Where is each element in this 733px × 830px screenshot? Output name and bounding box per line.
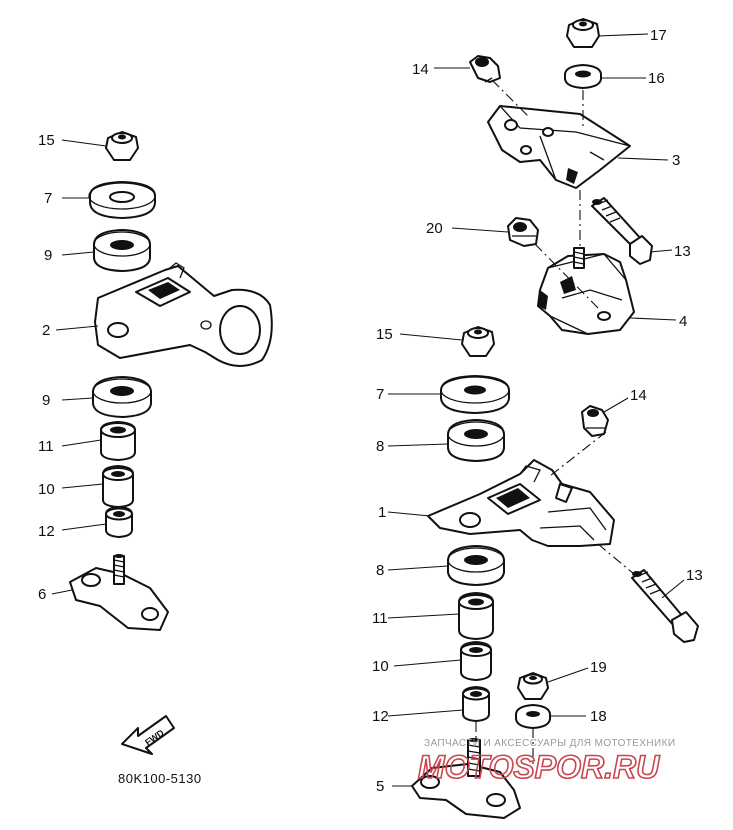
- right-top-assembly: [469, 18, 653, 335]
- callout-5: 5: [376, 778, 384, 795]
- callout-19: 19: [590, 659, 607, 676]
- callout-12-right: 12: [372, 708, 389, 725]
- part-rubber-8-lower: [447, 545, 505, 586]
- callout-1: 1: [378, 504, 386, 521]
- part-nut-15-left: [105, 131, 139, 161]
- part-collar-12-left: [105, 506, 133, 538]
- part-nut-19: [517, 672, 549, 700]
- right-bottom-assembly: [411, 326, 699, 819]
- part-washer-7-right: [440, 375, 510, 414]
- part-bolt-14-right: [581, 405, 609, 437]
- callout-2: 2: [42, 322, 50, 339]
- part-nut-17: [566, 18, 600, 48]
- part-bolt-13-top: [591, 197, 653, 265]
- right-top-callouts: 17 14 16 3 20 13 4: [412, 27, 691, 330]
- left-callouts: 15 7 9 2 9 11 10 12 6: [38, 132, 55, 603]
- part-plate-6: [69, 554, 169, 631]
- leader-lines: [51, 33, 685, 787]
- part-washer-16: [564, 64, 602, 89]
- part-washer-7-left: [88, 181, 156, 219]
- watermark-site: MOTOSPOR.RU: [418, 749, 660, 785]
- part-mount-4: [537, 247, 635, 335]
- watermark-caption: ЗАПЧАСТИ И АКСЕССУАРЫ ДЛЯ МОТОТЕХНИКИ: [424, 738, 675, 749]
- callout-14-right: 14: [630, 387, 647, 404]
- part-bracket-1: [427, 459, 615, 547]
- callout-3: 3: [672, 152, 680, 169]
- callout-20: 20: [426, 220, 443, 237]
- callout-9-left-bottom: 9: [42, 392, 50, 409]
- callout-14-top: 14: [412, 61, 429, 78]
- callout-7-left: 7: [44, 190, 52, 207]
- part-bolt-13-lower: [631, 569, 699, 643]
- left-assembly: [69, 131, 273, 631]
- part-bracket-3: [487, 105, 631, 189]
- part-bolt-20: [507, 217, 539, 247]
- watermark: ЗАПЧАСТИ И АКСЕССУАРЫ ДЛЯ МОТОТЕХНИКИ MO…: [417, 738, 675, 786]
- callout-8-lower: 8: [376, 562, 384, 579]
- callout-10-left: 10: [38, 481, 55, 498]
- part-nut-15-right: [461, 326, 495, 357]
- right-bottom-callouts: 15 7 14 8 1 13 8 11 10 19 12 18 5: [372, 326, 703, 795]
- callout-16: 16: [648, 70, 665, 87]
- callout-18: 18: [590, 708, 607, 725]
- callout-11-left: 11: [38, 438, 54, 455]
- part-plate-5: [411, 738, 521, 819]
- part-collar-12-right: [462, 686, 490, 722]
- callout-6: 6: [38, 586, 46, 603]
- callout-11-right: 11: [372, 610, 388, 627]
- callout-12-left: 12: [38, 523, 55, 540]
- part-collar-11-left: [100, 421, 136, 461]
- part-rubber-9-left-bottom: [92, 376, 152, 418]
- part-collar-11-right: [458, 592, 494, 640]
- part-collar-10-left: [102, 465, 134, 508]
- part-rubber-8-upper: [447, 419, 505, 462]
- callout-13-top: 13: [674, 243, 691, 260]
- callout-8-upper: 8: [376, 438, 384, 455]
- callout-4: 4: [679, 313, 687, 330]
- diagram-code: 80K100-5130: [118, 771, 202, 786]
- callout-17: 17: [650, 27, 667, 44]
- part-bracket-2: [94, 262, 273, 367]
- assembly-lines: [475, 79, 635, 766]
- callout-15-left: 15: [38, 132, 55, 149]
- part-rubber-9-left-top: [93, 229, 151, 272]
- callout-15-right: 15: [376, 326, 393, 343]
- callout-10-right: 10: [372, 658, 389, 675]
- callout-13-lower: 13: [686, 567, 703, 584]
- part-bolt-14-top: [469, 55, 501, 83]
- callout-9-left-top: 9: [44, 247, 52, 264]
- part-collar-10-right: [460, 641, 492, 681]
- callout-7-right: 7: [376, 386, 384, 403]
- part-washer-18: [515, 704, 551, 729]
- fwd-arrow-icon: FWD: [121, 715, 175, 755]
